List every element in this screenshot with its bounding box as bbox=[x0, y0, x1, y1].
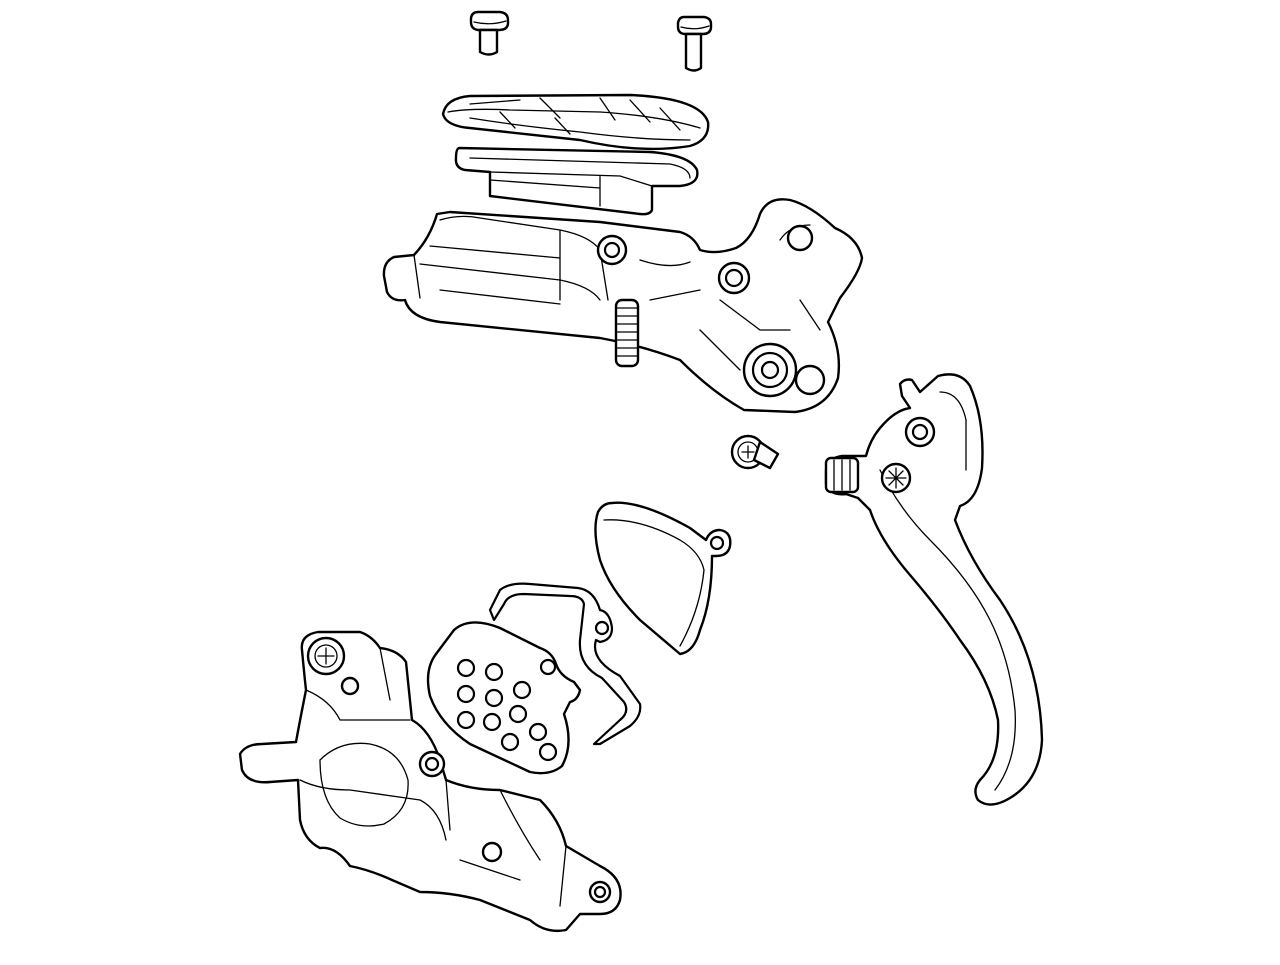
reservoir-cover-icon bbox=[441, 93, 710, 151]
brake-pad-front-icon bbox=[594, 501, 732, 656]
pad-spring-clip-icon bbox=[488, 582, 642, 746]
screw-right-icon bbox=[676, 15, 713, 72]
master-cylinder-body-icon bbox=[382, 198, 864, 414]
brake-caliper-icon bbox=[238, 630, 622, 933]
brake-pad-rear-icon bbox=[426, 621, 582, 775]
brake-lever-blade-icon bbox=[824, 373, 1044, 806]
pivot-screw-icon bbox=[730, 434, 780, 470]
reservoir-bladder-icon bbox=[454, 146, 699, 216]
screw-left-icon bbox=[469, 10, 510, 56]
